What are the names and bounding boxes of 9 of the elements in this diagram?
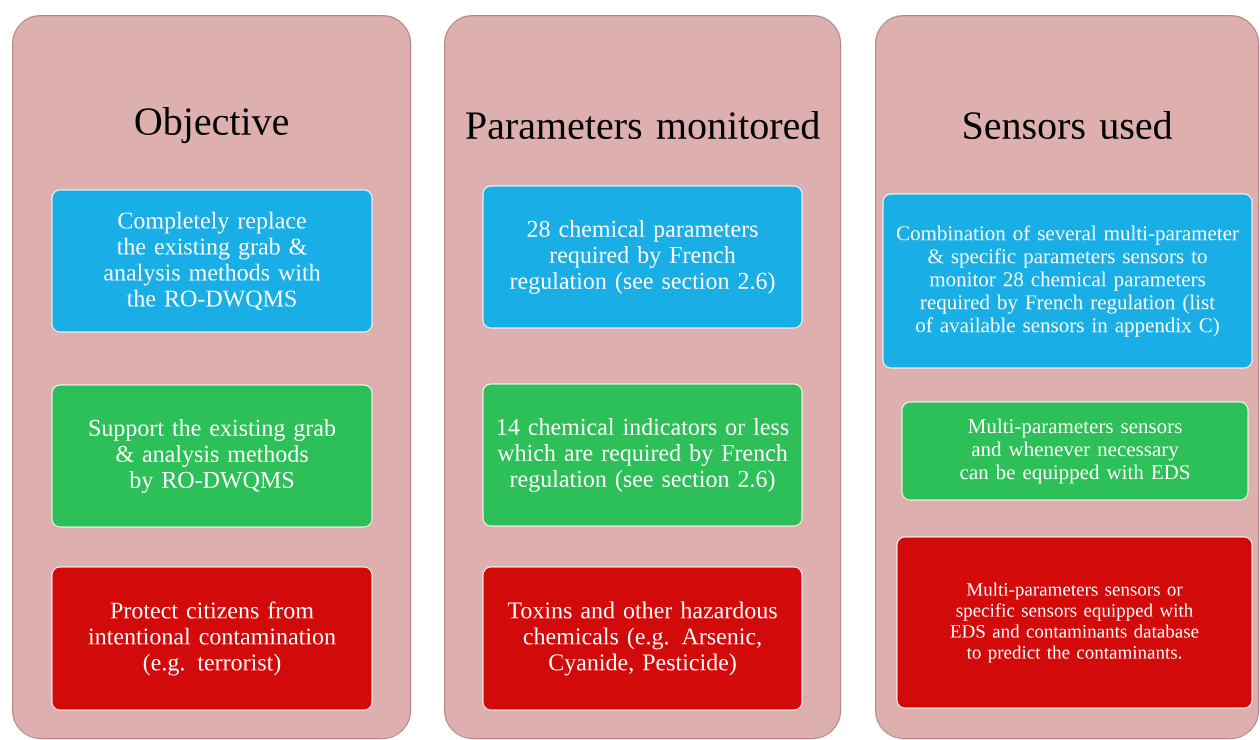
- text-box: Combination of several multi-parameter & specific parameters sensors to monitor 28 chemical parameters required by French regulation (list of available sensors in appendix C): [882, 193, 1253, 369]
- text-box: Toxins and other hazardous chemicals (e.g. Arsenic, Cyanide, Pesticide): [482, 566, 803, 711]
- text-box: Completely replace the existing grab & analysis methods with the RO-DWQMS: [51, 189, 373, 333]
- text-box: 28 chemical parameters required by French regulation (see section 2.6): [482, 185, 803, 329]
- text-box: Protect citizens from intentional contamination (e.g. terrorist): [51, 566, 373, 711]
- text-box: Multi-parameters sensors or specific sensors equipped with EDS and contaminants database to predict the contaminants.: [896, 536, 1253, 709]
- text-box: Multi-parameters sensors and whenever necessary can be equipped with EDS: [901, 401, 1249, 501]
- text-box: 14 chemical indicators or less which are required by French regulation (see section 2.6): [482, 383, 803, 527]
- text-box: Support the existing grab & analysis methods by RO-DWQMS: [51, 384, 373, 528]
